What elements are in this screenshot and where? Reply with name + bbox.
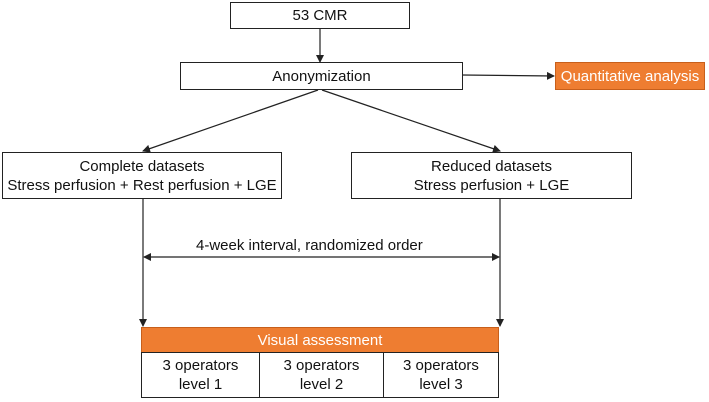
node-anonymization-label: Anonymization [272,67,371,85]
node-quantitative-analysis: Quantitative analysis [555,62,705,90]
node-complete-datasets: Complete datasets Stress perfusion + Res… [2,152,282,199]
operator-count: 3 operators [162,357,239,374]
node-anonymization: Anonymization [180,62,463,90]
arrow-to-reduced [321,89,501,153]
complete-datasets-detail: Stress perfusion + Rest perfusion + LGE [7,176,277,194]
reduced-datasets-detail: Stress perfusion + LGE [413,176,570,194]
operator-count: 3 operators [403,357,479,374]
node-visual-assessment-label: Visual assessment [257,331,383,349]
node-quantitative-analysis-label: Quantitative analysis [560,67,700,85]
node-53-cmr-label: 53 CMR [292,7,348,24]
arrow-to-complete [142,89,319,153]
complete-datasets-title: Complete datasets [79,157,205,175]
reduced-datasets-title: Reduced datasets [431,157,552,175]
interval-label: 4-week interval, randomized order [196,237,423,254]
operator-level: level 2 [299,376,344,393]
node-53-cmr: 53 CMR [230,2,410,29]
node-reduced-datasets: Reduced datasets Stress perfusion + LGE [351,152,632,199]
operator-count: 3 operators [283,357,360,374]
operator-level: level 3 [419,376,463,393]
operator-cell-level-2: 3 operators level 2 [259,352,384,398]
operator-level: level 1 [178,376,223,393]
operator-cell-level-3: 3 operators level 3 [383,352,499,398]
arrow-to-quantitative [461,71,555,80]
node-visual-assessment: Visual assessment [141,327,499,353]
operator-cell-level-1: 3 operators level 1 [141,352,260,398]
